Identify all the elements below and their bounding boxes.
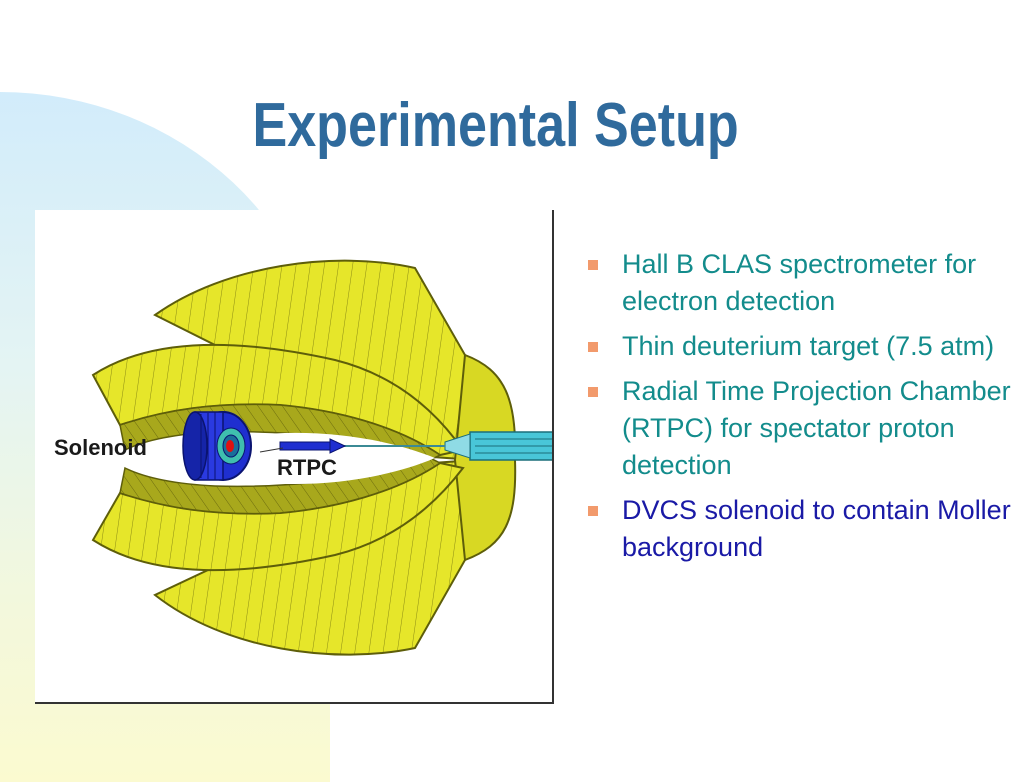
solenoid-magnet xyxy=(182,411,252,481)
bullet-text: DVCS solenoid to contain Moller backgrou… xyxy=(622,495,1011,562)
square-bullet-icon xyxy=(588,387,598,397)
bullet-item: Thin deuterium target (7.5 atm) xyxy=(582,328,1022,365)
square-bullet-icon xyxy=(588,342,598,352)
bullet-item: Hall B CLAS spectrometer for electron de… xyxy=(582,246,1022,320)
bullet-item: Radial Time Projection Chamber (RTPC) fo… xyxy=(582,373,1022,484)
bullet-text: Radial Time Projection Chamber (RTPC) fo… xyxy=(622,376,1011,480)
slide-title: Experimental Setup xyxy=(252,91,739,160)
square-bullet-icon xyxy=(588,506,598,516)
rtpc-label: RTPC xyxy=(277,455,337,480)
rtpc-arrow xyxy=(259,438,347,454)
detector-illustration xyxy=(91,259,552,656)
square-bullet-icon xyxy=(588,260,598,270)
bullet-item: DVCS solenoid to contain Moller backgrou… xyxy=(582,492,1022,566)
bullet-text: Thin deuterium target (7.5 atm) xyxy=(622,331,995,361)
solenoid-label: Solenoid xyxy=(54,435,147,460)
detector-figure: Solenoid RTPC xyxy=(35,210,554,704)
beamline xyxy=(335,431,552,461)
bullet-list: Hall B CLAS spectrometer for electron de… xyxy=(582,246,1022,574)
bullet-text: Hall B CLAS spectrometer for electron de… xyxy=(622,249,977,316)
